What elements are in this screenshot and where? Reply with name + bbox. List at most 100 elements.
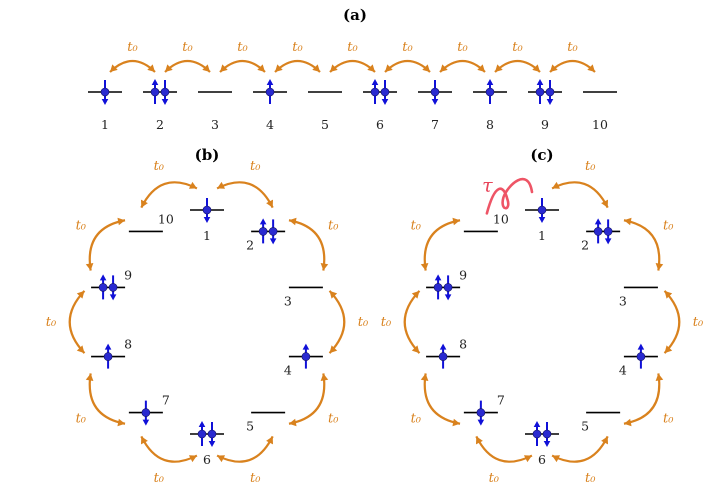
ring-c-hop-6: t₀ [475,435,533,485]
chain-site-2-electron [150,87,160,97]
ring-b-site-6-spin-up-arrowhead [198,421,206,427]
chain-hop-4-arrowhead-start [275,64,283,72]
ring-b-site-2-label: 2 [246,237,254,252]
chain-hop-4-label: t₀ [292,40,303,55]
chain-hop-6-label: t₀ [402,40,413,55]
chain-site-9-label: 9 [541,117,549,132]
chain-site-6: 6 [363,79,397,132]
ring-c-hop-7: t₀ [411,373,461,426]
ring-c-site-5-label: 5 [581,419,589,434]
chain-site-1: 1 [88,80,122,132]
ring-c-site-4-label: 4 [619,363,627,378]
ring-b-hop-5-label: t₀ [250,471,261,485]
chain-hop-1-label: t₀ [127,40,138,55]
chain-hop-1: t₀ [109,40,156,73]
ring-b-hop-10-arrowhead-end [188,181,197,189]
ring-b-hop-3-label: t₀ [358,315,369,330]
ring-c-hop-5-arrowhead-end [552,455,561,463]
ring-b-site-4-electron [301,352,311,361]
chain-hop-5-label: t₀ [347,40,358,55]
ring-b-site-7: 7 [128,393,170,426]
chain-site-9-spin-up-arrowhead [536,79,544,85]
ring-c-site-4-electron [636,352,646,361]
chain-site-7-spin-down-arrowhead [431,99,439,105]
ring-b-hop-1-label: t₀ [250,159,261,174]
panel-c-label: (c) [530,146,553,164]
special-bond-layer: τ [482,174,534,215]
chain-site-4-label: 4 [266,117,274,132]
ring-b-hop-6-arrowhead-end [140,436,148,445]
ring-c-hop-8: t₀ [381,290,421,354]
ring-c-site-1-electron [537,205,547,215]
chain-site-9-spin-down-arrowhead [546,99,554,105]
ring-c-hop-3-label: t₀ [693,315,704,330]
ring-c-hop-9: t₀ [411,217,461,271]
ring-c-site-8-spin-up-arrowhead [439,343,447,350]
chain-hop-2-arrowhead-end [202,64,210,72]
ring-b-site-6-label: 6 [203,452,211,467]
chain-hop-9-arrowhead-start [550,64,558,72]
ring-c-site-2-electron [603,227,613,236]
chain-hop-7-arrowhead-start [440,64,448,72]
ring-c-site-6-electron [542,429,552,439]
ring-b-site-8-label: 8 [124,337,132,352]
ring-c-hop-7-label: t₀ [411,411,422,426]
chain-site-5-label: 5 [321,117,329,132]
chain-site-4-spin-up-arrowhead [266,79,274,85]
ring-b-site-7-spin-down-arrowhead [142,419,150,426]
ring-b-hop-1-arrowhead-end [266,199,274,208]
chain-hop-9-arrowhead-end [587,64,595,72]
chain-hop-8-arrowhead-end [532,64,540,72]
ring-c-hop-1-curve [551,181,609,209]
chain-hop-2: t₀ [164,40,211,73]
ring-c-hop-1: t₀ [551,159,609,209]
ring-c-hop-4-arrowhead-end [623,418,632,427]
ring-c-hop-9-arrowhead-start [420,263,429,271]
ring-c-hop-4: t₀ [623,373,674,427]
chain-hop-9-label: t₀ [567,40,578,55]
ring-c-site-2: 2 [581,218,621,252]
chain-site-7-electron [430,87,440,97]
special-bond-curve [485,177,534,215]
chain-site-9: 9 [528,79,562,132]
ring-c-hop-9-label: t₀ [411,219,422,234]
ring-b-site-10-label: 10 [158,211,174,226]
chain-site-6-electron [380,87,390,97]
ring-b-hop-5-arrowhead-start [266,436,274,445]
ring-b-site-9-electron [108,283,118,292]
ring-c-hop-2-arrowhead-start [623,217,632,226]
ring-c-hop-5-label: t₀ [585,471,596,485]
ring-b-site-3-label: 3 [284,293,292,308]
chain-hop-2-label: t₀ [182,40,193,55]
chain-site-1-electron [100,87,110,97]
chain-site-6-spin-down-arrowhead [381,99,389,105]
chain-hop-9: t₀ [549,40,596,73]
chain-site-8-spin-up-arrowhead [486,79,494,85]
ring-c-hop-4-label: t₀ [663,411,674,426]
ring-c-site-9-label: 9 [459,267,467,282]
ring-c-hop-3-curve [663,290,681,354]
chain-hop-8-curve [494,59,541,73]
chain-site-4-electron [265,87,275,97]
ring-b-site-1-spin-down-arrowhead [203,217,211,223]
chain-hop-9-curve [549,59,596,73]
ring-c-hop-3: t₀ [663,290,704,354]
ring-c-hop-5-curve [551,435,609,463]
chain-site-6-label: 6 [376,117,384,132]
ring-c-hop-6-arrowhead-start [523,455,532,463]
ring-b-hop-8-curve [68,290,86,354]
ring-c-site-6-spin-up-arrowhead [533,421,541,427]
ring-c-hop-1-label: t₀ [585,159,596,174]
ring-b-hop-6-curve [140,435,198,463]
chain-hop-7-arrowhead-end [477,64,485,72]
chain-hop-2-arrowhead-start [165,64,173,72]
chain-site-4: 4 [253,79,287,132]
ring-b-site-6-electron [197,429,207,439]
ring-b-hop-10: t₀ [140,159,198,209]
chain-site-2-spin-down-arrowhead [161,99,169,105]
ring-c-hop-2-label: t₀ [663,219,674,234]
ring-c-hop-7-curve [423,373,461,425]
ring-b-hop-4-arrowhead-start [320,373,329,381]
ring-c-hop-6-arrowhead-end [475,436,483,445]
